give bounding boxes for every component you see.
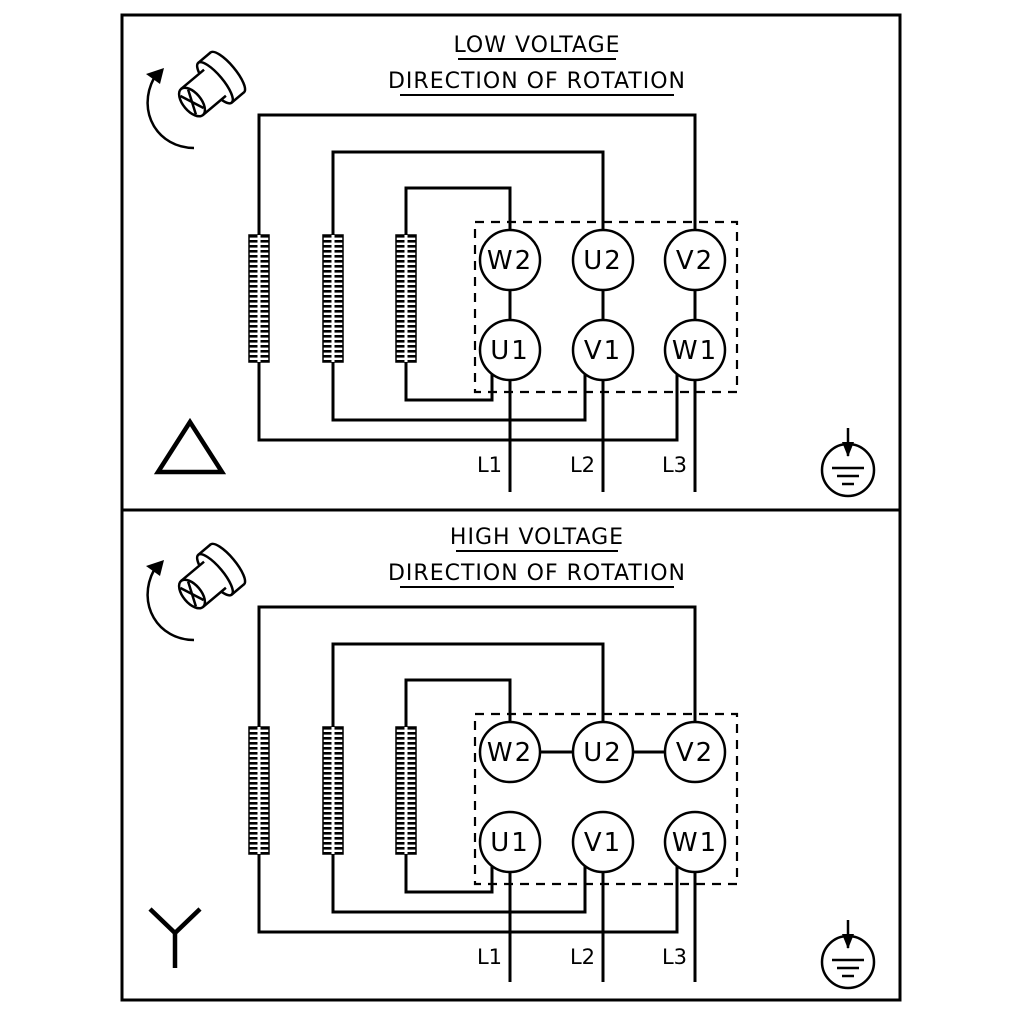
winding-coil <box>247 725 271 856</box>
terminal-W2 <box>478 228 542 292</box>
rotation-direction-icon <box>144 538 252 642</box>
earth-ground-icon <box>820 426 876 498</box>
supply-line-label: L3 <box>662 945 687 969</box>
panel-title: LOW VOLTAGE <box>453 33 620 58</box>
supply-line-label: L3 <box>662 453 687 477</box>
wire-coil3-to-W2 <box>404 678 512 727</box>
winding-coil <box>394 233 418 364</box>
rotation-direction-icon <box>144 46 252 150</box>
wire-coil2-bottom <box>331 362 587 422</box>
winding-coil <box>247 233 271 364</box>
wire-coil1-to-V2 <box>257 605 697 727</box>
star-connection-icon <box>148 907 202 968</box>
winding-coil <box>394 725 418 856</box>
terminal-label: W1 <box>672 828 718 858</box>
panel-low-voltage: LOW VOLTAGE DIRECTION OF ROTATION <box>144 33 876 498</box>
earth-ground-icon <box>820 918 876 990</box>
terminal-W1 <box>663 318 727 382</box>
terminal-U2 <box>571 720 635 784</box>
wire-coil2-bottom <box>331 854 587 914</box>
outer-border <box>120 13 902 1002</box>
terminal-label: W2 <box>487 738 533 768</box>
terminal-label: W1 <box>672 336 718 366</box>
supply-line-label: L1 <box>477 945 502 969</box>
panel-high-voltage: HIGH VOLTAGE DIRECTION OF ROTATION <box>144 525 876 990</box>
terminal-label: U2 <box>583 738 623 768</box>
wire-coil2-to-U2 <box>331 642 605 727</box>
winding-coil <box>321 725 345 856</box>
delta-connection-icon <box>153 417 227 475</box>
winding-coil <box>321 233 345 364</box>
terminal-W2 <box>478 720 542 784</box>
terminal-label: V2 <box>676 246 714 276</box>
wire-coil3-bottom <box>404 854 494 894</box>
wire-coil3-bottom <box>404 362 494 402</box>
terminal-box <box>473 712 739 886</box>
supply-line-label: L2 <box>570 945 595 969</box>
terminal-U1 <box>478 318 542 382</box>
terminal-label: U1 <box>490 828 530 858</box>
wire-coil1-bottom <box>257 362 679 442</box>
wire-coil3-to-W2 <box>404 186 512 235</box>
terminal-W1 <box>663 810 727 874</box>
terminal-V2 <box>663 228 727 292</box>
supply-line-label: L1 <box>477 453 502 477</box>
terminal-label: W2 <box>487 246 533 276</box>
panel-subtitle: DIRECTION OF ROTATION <box>388 69 686 94</box>
terminal-label: V1 <box>584 336 622 366</box>
terminal-label: V1 <box>584 828 622 858</box>
terminal-box <box>473 220 739 394</box>
terminal-V2 <box>663 720 727 784</box>
terminal-V1 <box>571 318 635 382</box>
terminal-label: U1 <box>490 336 530 366</box>
terminal-U2 <box>571 228 635 292</box>
supply-line-label: L2 <box>570 453 595 477</box>
terminal-label: V2 <box>676 738 714 768</box>
wire-coil2-to-U2 <box>331 150 605 235</box>
terminal-label: U2 <box>583 246 623 276</box>
panel-title: HIGH VOLTAGE <box>450 525 624 550</box>
terminal-U1 <box>478 810 542 874</box>
terminal-V1 <box>571 810 635 874</box>
wire-coil1-to-V2 <box>257 113 697 235</box>
wire-coil1-bottom <box>257 854 679 934</box>
panel-subtitle: DIRECTION OF ROTATION <box>388 561 686 586</box>
